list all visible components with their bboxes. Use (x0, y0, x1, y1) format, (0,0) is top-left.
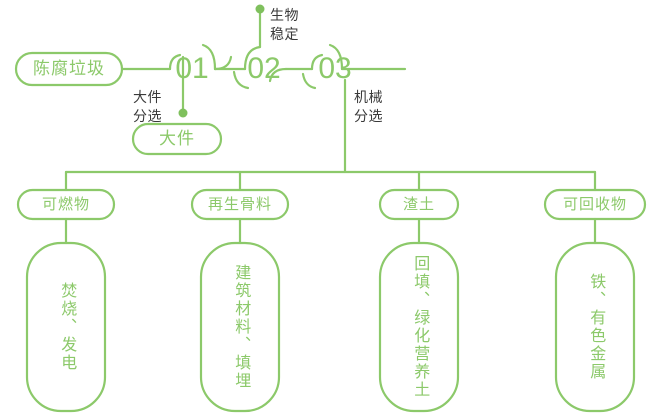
output-label-3: 渣土 (402, 195, 435, 213)
stage-01-caption: 大件 分选 (133, 89, 162, 124)
stage-03-tick-lowerleft (301, 72, 317, 90)
stage-number-01: 01 (175, 51, 209, 85)
output-label-4: 可回收物 (562, 195, 627, 213)
branch-dot-dajian (178, 108, 188, 118)
stage-03-caption: 机械 分选 (354, 89, 383, 124)
stage-02-caption: 生物 稳定 (270, 7, 299, 42)
source-pill-label: 陈腐垃圾 (33, 59, 105, 79)
destination-label-4: 铁、有色金属 (587, 273, 605, 381)
destination-box-1 (25, 241, 107, 413)
stage-03-arc-upright (328, 43, 344, 71)
output-label-1: 可燃物 (41, 195, 90, 213)
stage-02-arc-upleft (243, 45, 262, 71)
stage-01-stub-right (213, 55, 233, 71)
destination-label-1: 焚烧、发电 (58, 282, 76, 372)
output-label-2: 再生骨料 (207, 195, 272, 213)
branch-dot-biostable (255, 4, 265, 14)
stage-03-stub-left (310, 53, 324, 71)
stage-02-stub-right (268, 67, 288, 83)
stage-01-stub-left (168, 53, 182, 71)
stage-number-03: 03 (318, 51, 352, 85)
destination-box-2 (199, 241, 281, 413)
destination-label-2: 建筑材料、填埋 (232, 264, 250, 390)
destination-label-3: 回填、绿化营养土 (411, 255, 429, 399)
stage-01-arc-top (201, 43, 217, 71)
destination-box-3 (378, 241, 460, 413)
output-pill-dajian-label: 大件 (159, 129, 195, 149)
stage-number-02: 02 (247, 51, 281, 85)
output-pill-dajian (131, 122, 223, 156)
stage-02-tick-lowerleft (232, 70, 250, 90)
destination-box-4 (554, 241, 636, 413)
